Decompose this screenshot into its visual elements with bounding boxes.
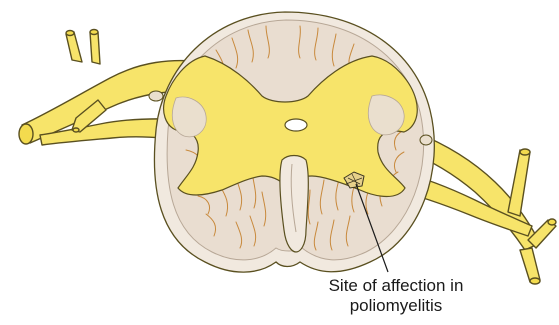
callout-label-line1: Site of affection in xyxy=(296,276,496,296)
spinal-cord-cross-section xyxy=(149,12,434,272)
callout-label: Site of affection in poliomyelitis xyxy=(296,276,496,316)
callout-label-line2: poliomyelitis xyxy=(296,296,496,316)
central-canal xyxy=(285,119,307,131)
